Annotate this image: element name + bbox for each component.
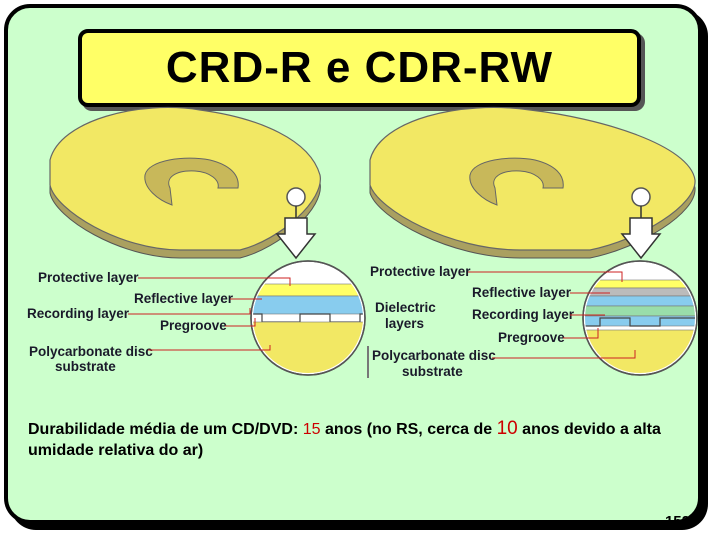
caption-years-1: 15 — [302, 421, 321, 438]
right-zoom-circle — [582, 260, 698, 376]
caption-text-part1: Durabilidade média de um CD/DVD: — [28, 421, 303, 438]
left-label-poly-line2: substrate — [55, 359, 116, 374]
left-labels: Protective layer Reflective layer Record… — [27, 270, 291, 374]
left-label-poly-line1: Polycarbonate disc — [29, 344, 153, 359]
left-zoom-point-icon — [286, 187, 306, 207]
right-zoom-point-icon — [631, 187, 651, 207]
right-label-protective: Protective layer — [370, 264, 471, 279]
right-label-reflective: Reflective layer — [472, 285, 572, 300]
right-label-dielectric-line2: layers — [385, 316, 424, 331]
left-label-reflective: Reflective layer — [134, 291, 234, 306]
right-labels: Protective layer Reflective layer Dielec… — [367, 264, 636, 379]
durability-caption: Durabilidade média de um CD/DVD: 15 anos… — [28, 418, 698, 461]
right-disc — [369, 106, 696, 260]
title-box: CRD-R e CDR-RW — [78, 29, 641, 107]
left-label-protective: Protective layer — [38, 270, 139, 285]
right-label-dielectric-line1: Dielectric — [375, 300, 436, 315]
page-number: 152 — [664, 513, 690, 530]
caption-text-part3: anos devido a alta umidade relativa do a… — [28, 421, 661, 459]
left-zoom-circle — [250, 260, 366, 376]
page-title: CRD-R e CDR-RW — [165, 43, 554, 92]
right-label-poly-line1: Polycarbonate disc — [372, 348, 496, 363]
right-down-arrow-icon — [620, 217, 662, 260]
right-label-pregroove: Pregroove — [498, 330, 565, 345]
left-label-recording: Recording layer — [27, 306, 130, 321]
caption-text-part2: anos (no RS, cerca de — [320, 421, 497, 438]
left-label-pregroove: Pregroove — [160, 318, 227, 333]
right-label-poly-line2: substrate — [402, 364, 463, 379]
left-down-arrow-icon — [275, 217, 317, 260]
caption-years-2: 10 — [496, 418, 518, 439]
left-disc — [49, 106, 321, 260]
right-label-recording: Recording layer — [472, 307, 575, 322]
